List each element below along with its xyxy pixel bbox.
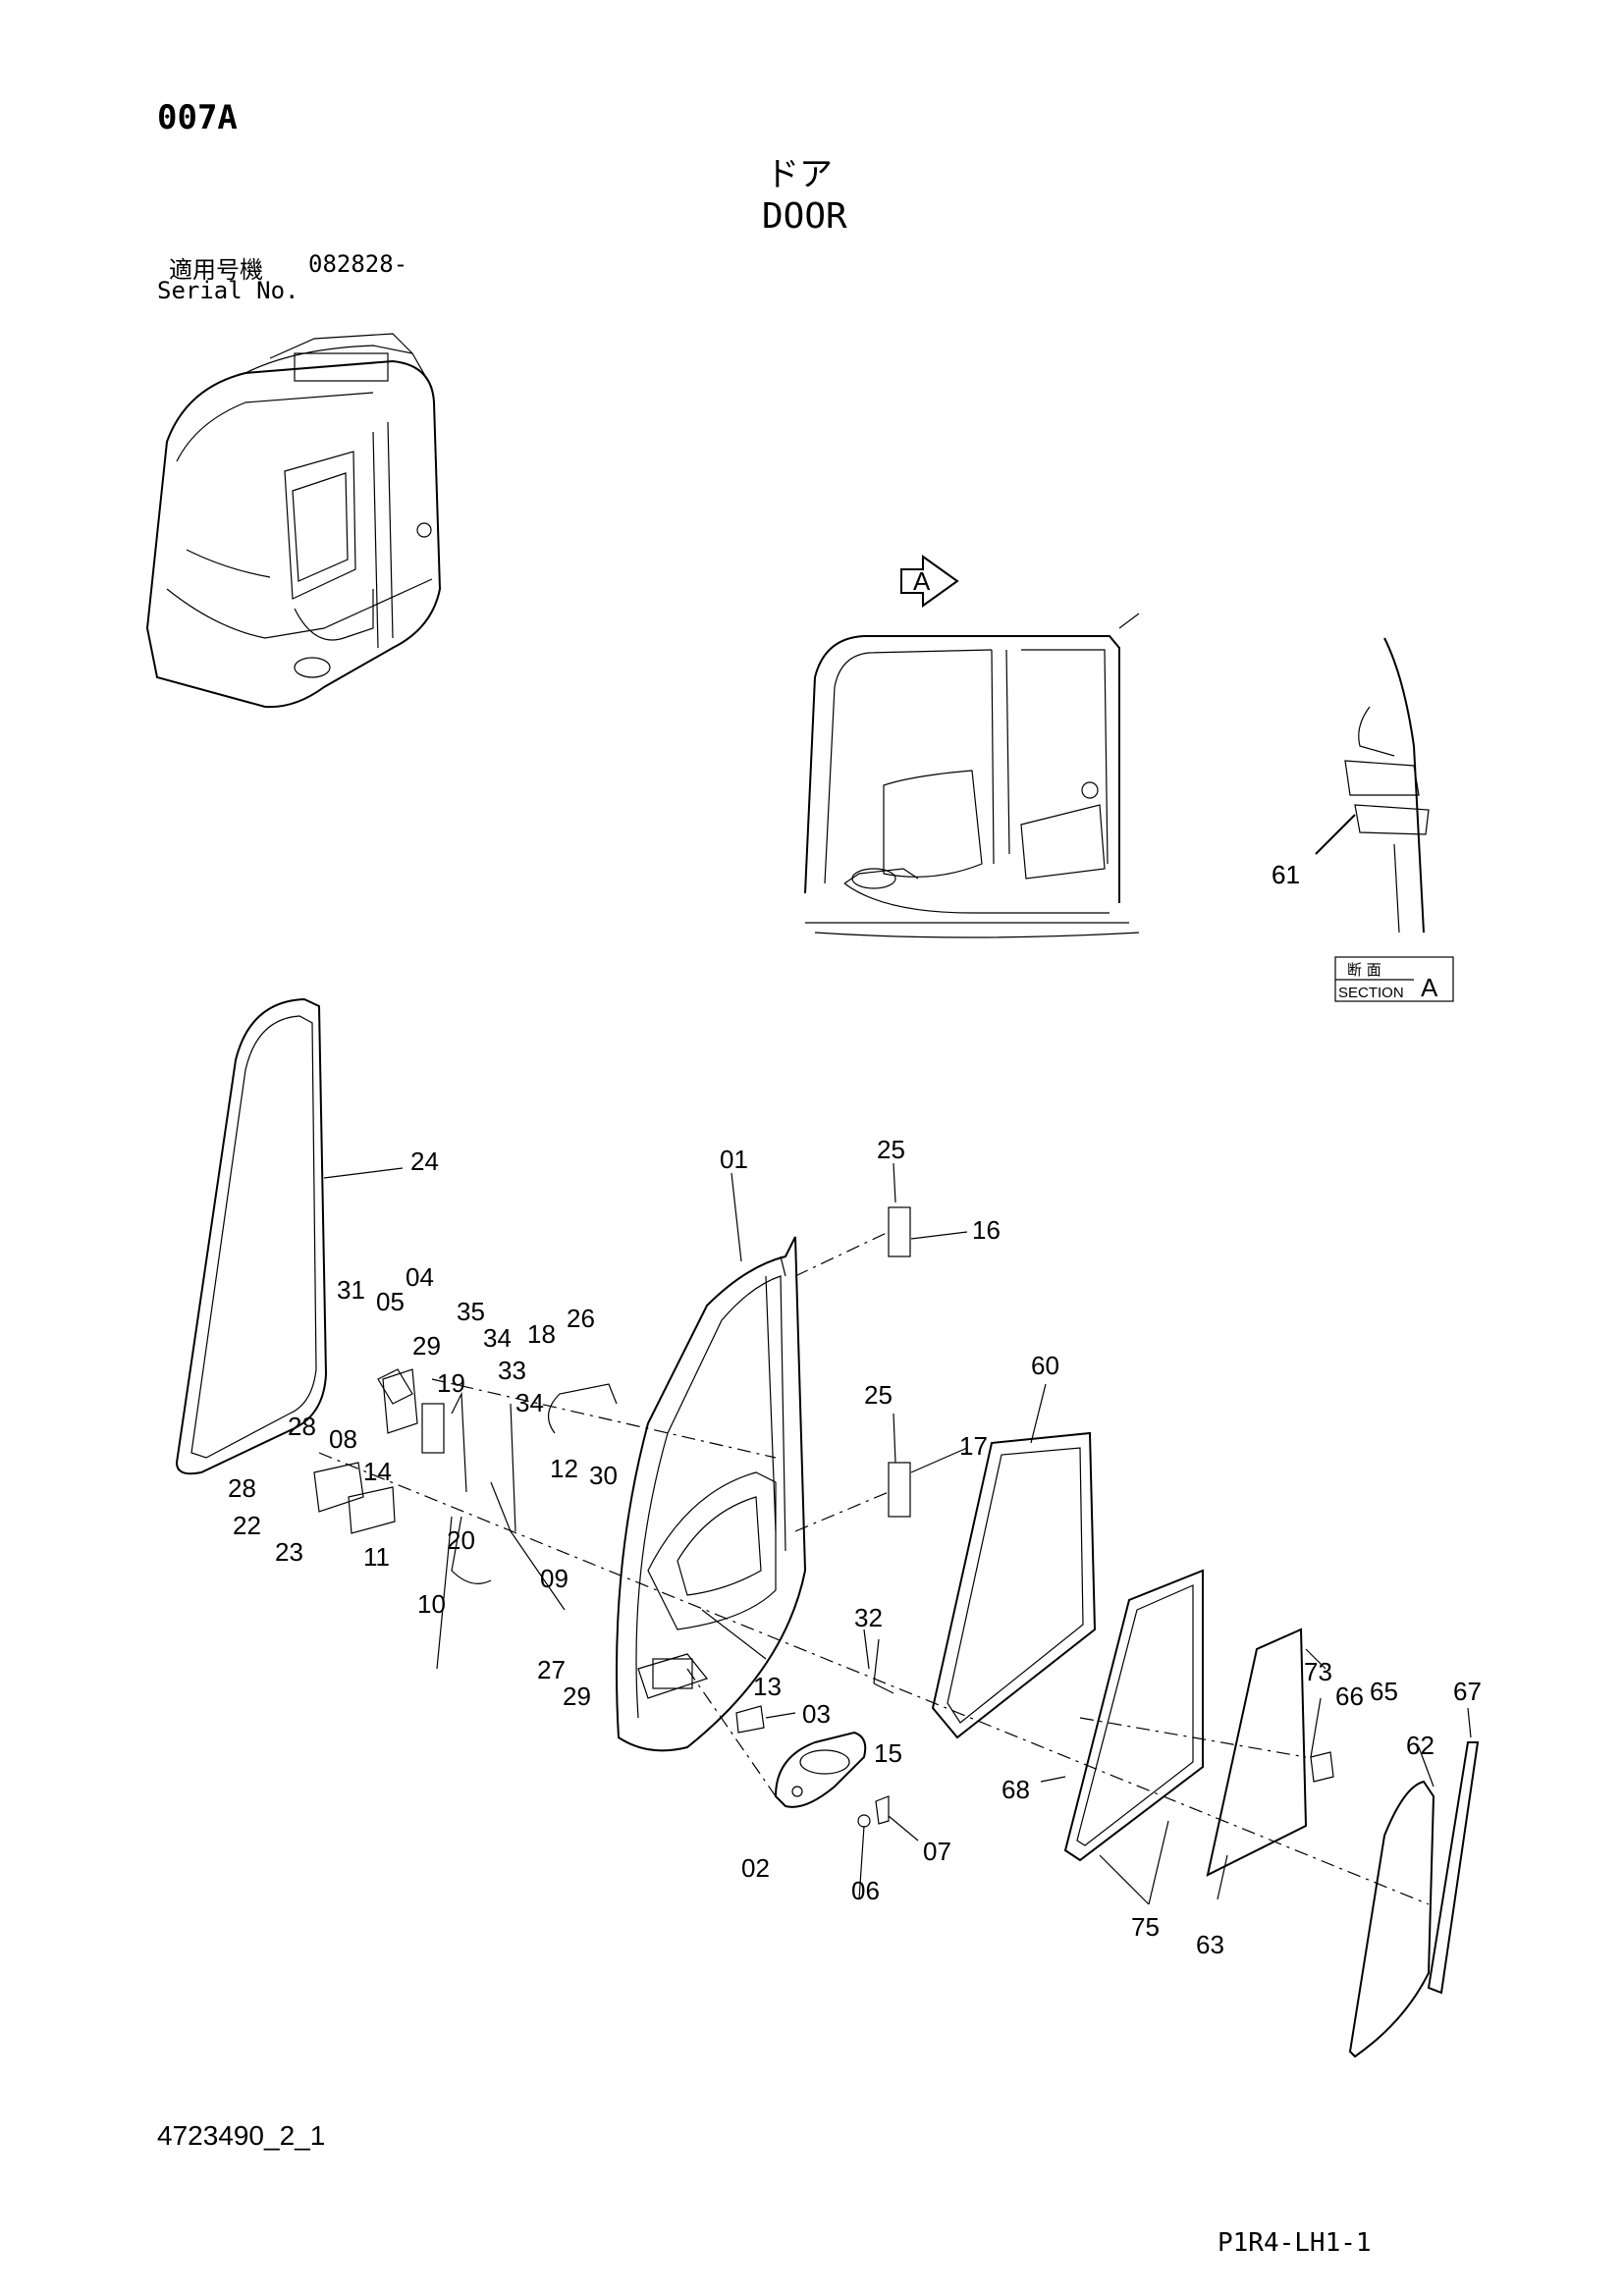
document-number: 4723490_2_1 — [157, 2120, 326, 2151]
callout-33: 33 — [498, 1356, 526, 1385]
callout-07: 07 — [923, 1837, 951, 1866]
callout-29: 29 — [412, 1331, 441, 1361]
door-frame-01 — [616, 1236, 807, 1752]
callout-11: 11 — [363, 1542, 390, 1572]
callout-25b: 25 — [864, 1380, 893, 1410]
callout-32: 32 — [854, 1603, 883, 1632]
section-box-letter: A — [1421, 973, 1438, 1002]
callout-03: 03 — [802, 1699, 831, 1729]
callout-20: 22 — [233, 1511, 261, 1540]
callout-34b: 34 — [515, 1388, 544, 1417]
callout-23: 23 — [275, 1537, 303, 1567]
callout-31: 31 — [337, 1275, 365, 1305]
svg-text:61: 61 — [1272, 860, 1300, 889]
callout-14: 14 — [363, 1457, 392, 1486]
callout-13: 13 — [753, 1672, 782, 1701]
cab-overview-illustration — [145, 333, 442, 709]
callout-10: 10 — [417, 1589, 446, 1619]
serial-label-japanese: 適用号機 — [169, 256, 263, 284]
callout-29b: 29 — [563, 1682, 591, 1711]
callouts: 24 01 25 16 31 05 04 35 29 34 18 26 19 3… — [228, 860, 1482, 1959]
callout-06: 06 — [851, 1876, 880, 1905]
view-a-label: A — [913, 566, 931, 596]
door-mounted-view — [804, 613, 1140, 938]
callout-75: 75 — [1131, 1912, 1160, 1942]
door-seal-24 — [175, 997, 328, 1475]
inner-handle-02 — [774, 1731, 867, 1808]
callout-18: 18 — [527, 1319, 556, 1349]
callout-28: 28 — [288, 1412, 316, 1441]
page-title-japanese: ドア — [766, 155, 833, 194]
callout-25: 25 — [877, 1135, 905, 1164]
callout-09: 09 — [540, 1564, 568, 1593]
callout-30: 30 — [589, 1461, 618, 1490]
callout-15: 15 — [874, 1738, 902, 1768]
section-box-label: SECTION — [1338, 985, 1404, 1001]
page-code: 007A — [157, 98, 238, 137]
page-title: DOOR — [762, 196, 847, 237]
section-box-jp: 断 面 — [1347, 961, 1381, 979]
callout-05: 05 — [376, 1287, 405, 1316]
callout-60: 60 — [1031, 1351, 1059, 1380]
callout-17: 17 — [959, 1431, 988, 1461]
callout-66: 66 — [1335, 1682, 1364, 1711]
window-glass-68 — [1063, 1569, 1204, 1862]
callout-63: 63 — [1196, 1930, 1224, 1959]
callout-19: 19 — [437, 1368, 465, 1398]
callout-08: 08 — [329, 1424, 357, 1454]
serial-number: 082828- — [308, 250, 408, 278]
leader-lines — [323, 1162, 1472, 1905]
callout-28b: 28 — [228, 1473, 256, 1503]
callout-73: 73 — [1304, 1657, 1332, 1686]
sheet-code: P1R4-LH1-1 — [1218, 2228, 1372, 2258]
callout-04: 04 — [406, 1262, 434, 1292]
callout-16: 16 — [972, 1215, 1001, 1245]
callout-65: 65 — [1370, 1677, 1398, 1706]
seal-strip-67 — [1427, 1741, 1480, 1995]
callout-67: 67 — [1453, 1677, 1482, 1706]
section-a-detail: 61 — [1272, 637, 1430, 934]
callout-62: 62 — [1406, 1731, 1435, 1760]
callout-02: 02 — [741, 1853, 770, 1883]
callout-68: 68 — [1001, 1775, 1030, 1804]
callout-35: 35 — [457, 1297, 485, 1326]
view-a-arrow: A — [900, 555, 959, 608]
callout-61: 61 — [1272, 860, 1300, 889]
callout-22: 20 — [447, 1525, 475, 1555]
callout-34: 34 — [483, 1323, 512, 1353]
glass-panel-62 — [1348, 1780, 1435, 2058]
glass-panel-63 — [1206, 1628, 1308, 1877]
window-frame-60 — [931, 1431, 1097, 1739]
section-a-box: 断 面 SECTION A — [1334, 956, 1454, 1002]
serial-label: Serial No. — [157, 277, 299, 304]
callout-26: 26 — [567, 1304, 595, 1333]
callout-27: 27 — [537, 1655, 566, 1684]
callout-12: 12 — [550, 1454, 578, 1483]
callout-01: 01 — [720, 1145, 748, 1174]
callout-24: 24 — [410, 1147, 439, 1176]
